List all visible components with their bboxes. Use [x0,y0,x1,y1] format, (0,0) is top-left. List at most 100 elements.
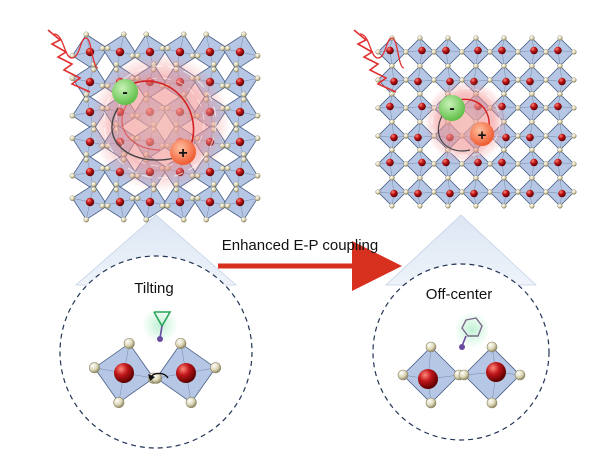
metal-atom [554,158,562,167]
corner-atom [445,63,451,69]
corner-atom [515,133,521,139]
corner-atom [417,203,423,209]
left-hole-label: + [178,145,187,162]
metal-atom [85,77,95,87]
corner-atom [83,91,90,98]
corner-atom [389,147,395,153]
corner-atom [571,49,577,55]
corner-atom [501,203,507,209]
corner-atom [69,75,76,82]
corner-atom [397,369,409,381]
metal-atom [115,197,125,207]
corner-atom [240,31,247,38]
metal-atom [554,46,562,55]
corner-atom [486,397,498,409]
corner-atom [254,75,261,82]
metal-atom [418,102,426,111]
corner-atom [240,216,247,223]
corner-atom [501,175,507,181]
octahedron [433,37,463,67]
corner-atom [473,35,479,41]
metal-atom [558,77,566,86]
corner-atom [571,105,577,111]
octahedron [545,93,575,123]
metal-atom [175,47,185,57]
octahedron [545,65,575,95]
corner-atom [473,203,479,209]
corner-atom [254,172,261,179]
corner-atom [543,133,549,139]
corner-atom [529,147,535,153]
arrow-label: Enhanced E-P coupling [222,237,379,254]
corner-atom [224,202,231,209]
octahedron [221,183,259,221]
metal-atom [235,77,245,87]
corner-atom [159,202,166,209]
corner-atom [240,156,247,163]
corner-atom [120,31,127,38]
corner-atom [254,135,261,142]
corner-atom [543,105,549,111]
octahedron [489,149,519,179]
right-electron-label: - [449,100,454,117]
corner-atom [515,161,521,167]
corner-atom [389,63,395,69]
octahedron [101,183,139,221]
octahedron [71,183,109,221]
corner-atom [69,135,76,142]
corner-atom [417,91,423,97]
corner-atom [210,61,217,68]
corner-atom [557,175,563,181]
corner-atom [543,77,549,83]
octahedron [489,37,519,67]
corner-atom [240,91,247,98]
corner-atom [143,31,150,38]
metal-atom [390,133,398,142]
corner-atom [459,189,465,195]
corner-atom [164,202,171,209]
octahedron [405,37,435,67]
corner-atom [90,186,97,193]
corner-atom [487,161,493,167]
corner-atom [417,35,423,41]
corner-atom [515,189,521,195]
corner-atom [90,181,97,188]
metal-atom [558,133,566,142]
corner-atom [529,203,535,209]
corner-atom [403,133,409,139]
corner-atom [501,35,507,41]
corner-atom [557,147,563,153]
octahedron [517,65,547,95]
corner-atom [389,119,395,125]
corner-atom [458,369,470,381]
left-light-pulse-icon [47,29,99,93]
corner-atom [501,91,507,97]
corner-atom [445,203,451,209]
corner-atom [219,202,226,209]
corner-atom [123,337,135,349]
right-light-pulse-icon [353,29,405,93]
octahedron [461,177,491,207]
corner-atom [571,189,577,195]
metal-atom [205,47,215,57]
corner-atom [180,31,187,38]
corner-atom [180,216,187,223]
corner-atom [389,203,395,209]
metal-atom [386,102,394,111]
corner-atom [99,202,106,209]
corner-atom [113,397,125,409]
corner-atom [189,195,196,202]
metal-atom [115,47,125,57]
metal-atom [85,197,95,207]
corner-atom [425,397,437,409]
octahedron [402,346,460,404]
corner-atom [459,49,465,55]
octahedron [545,177,575,207]
corner-atom [210,181,217,188]
left-electron-label: - [122,84,127,101]
metal-atom [498,158,506,167]
octahedron [405,65,435,95]
corner-atom [194,195,201,202]
corner-atom [104,202,111,209]
